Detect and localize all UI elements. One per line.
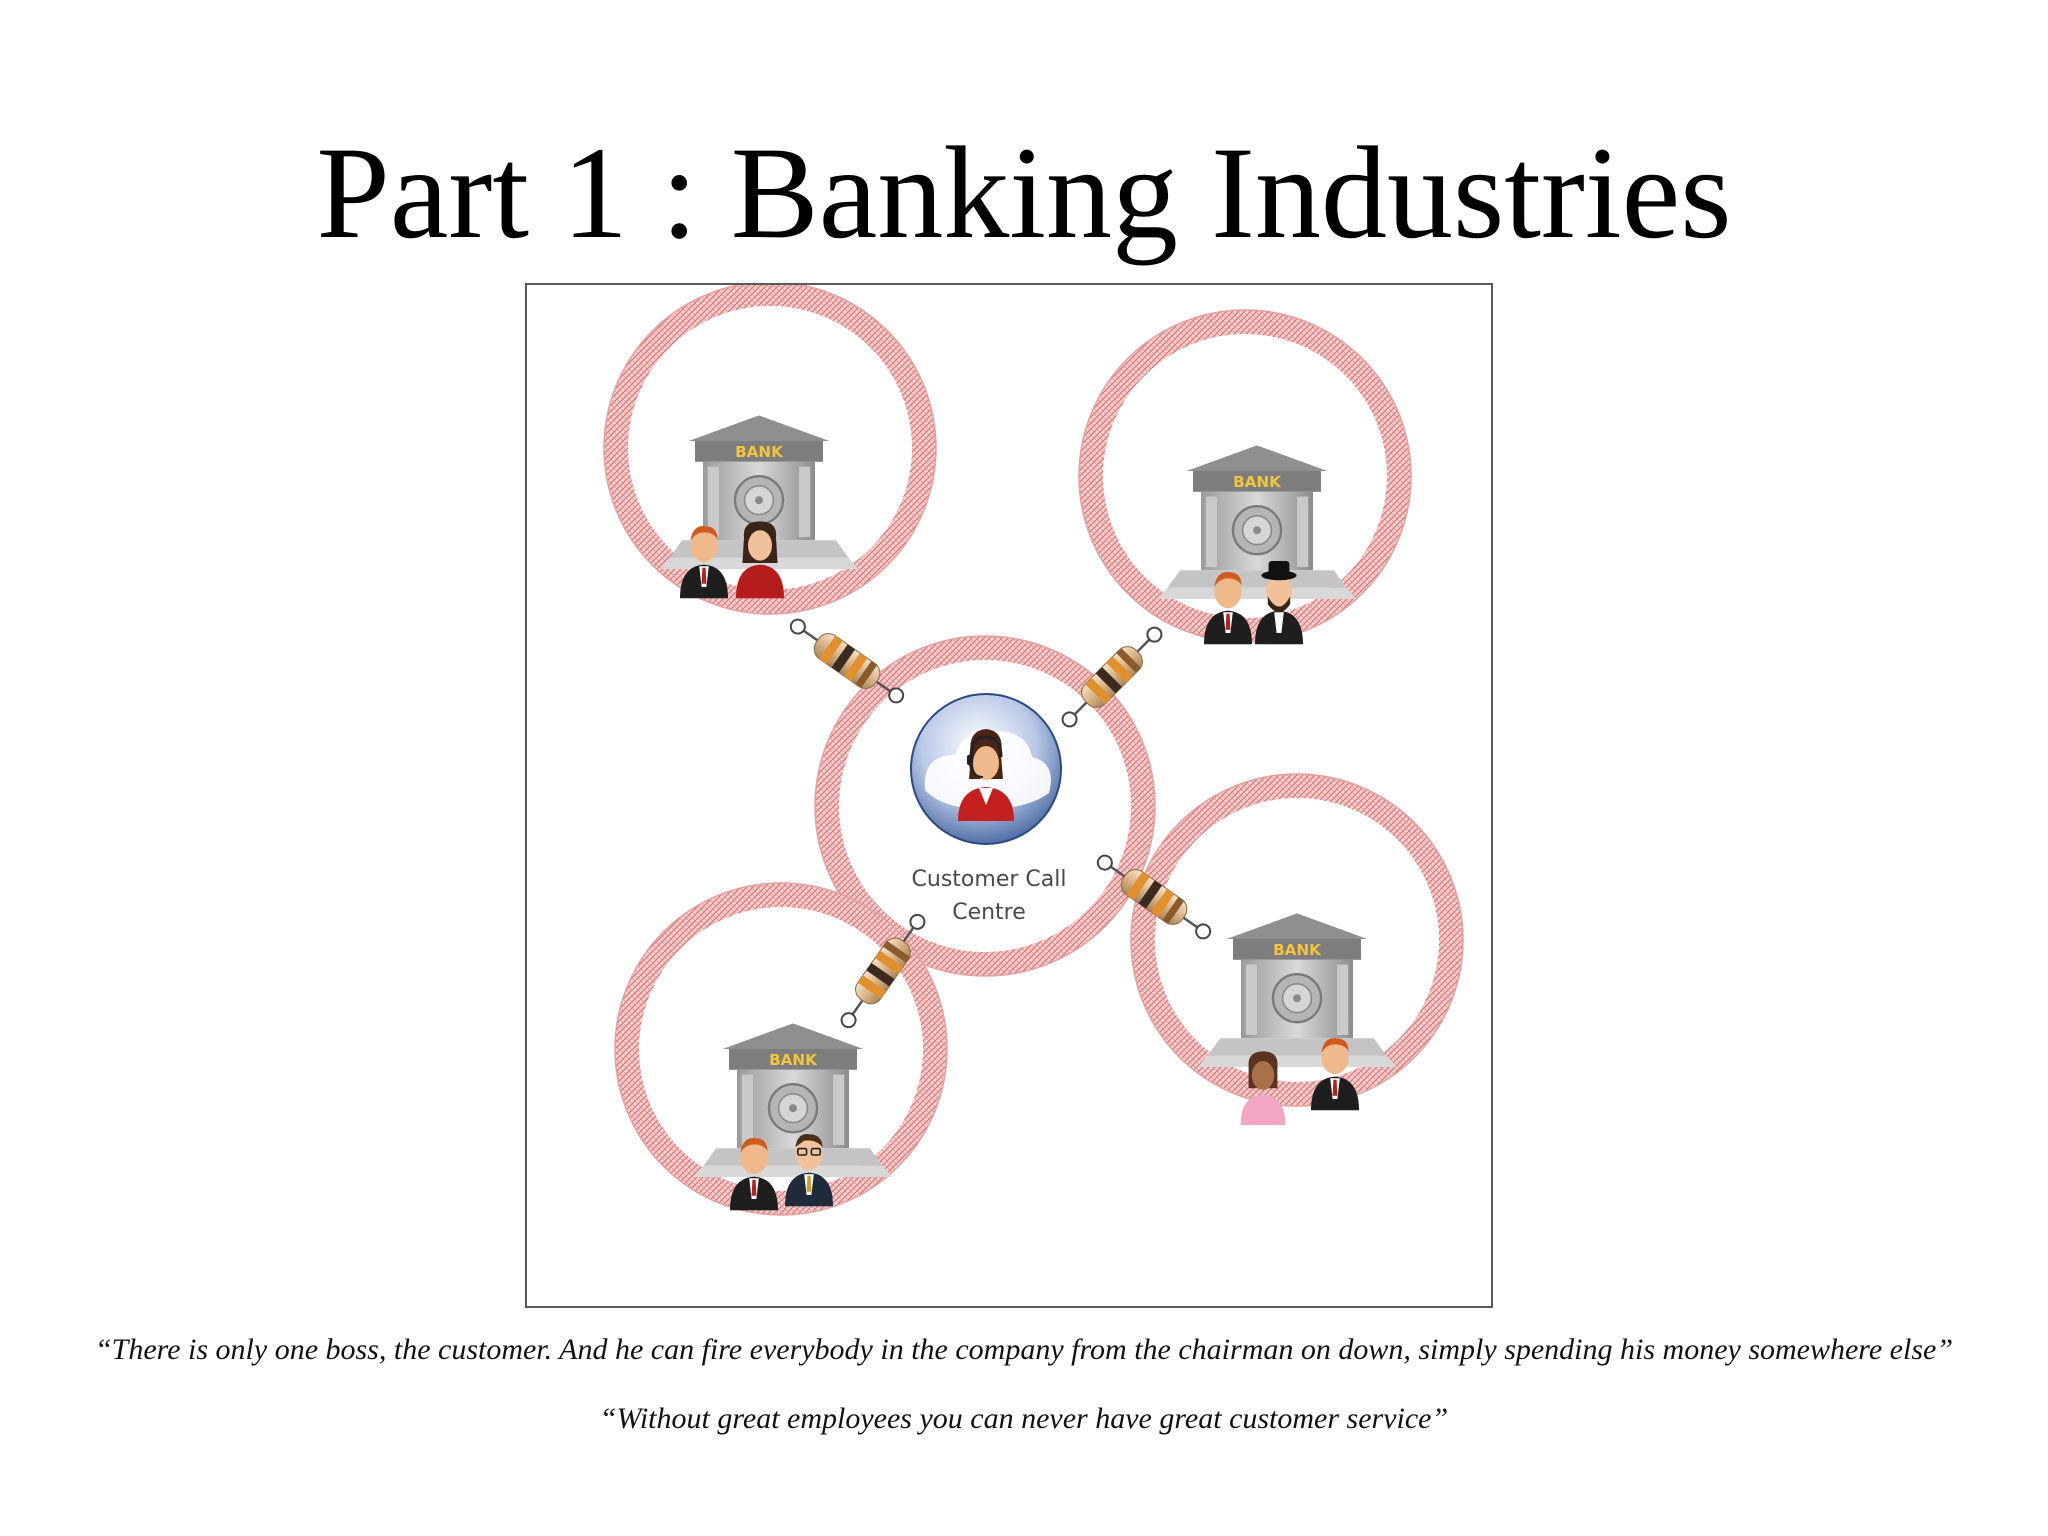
bank-sign: BANK	[1233, 473, 1282, 491]
bank-sign: BANK	[769, 1051, 818, 1069]
hub-ring	[814, 635, 1156, 977]
bank-sign: BANK	[1273, 941, 1322, 959]
bank-ring-top-left	[603, 285, 937, 615]
hub-label-line-2: Centre	[952, 900, 1026, 925]
bank-ring-bottom-left	[614, 882, 948, 1216]
bank-building-icon: BANK	[658, 414, 860, 571]
bank-sign: BANK	[735, 443, 784, 461]
slide-title: Part 1 : Banking Industries	[316, 119, 1732, 266]
resistor-connector-icon	[782, 609, 912, 713]
call-centre-agent-icon	[910, 693, 1062, 845]
bank-building-icon: BANK	[1156, 444, 1358, 601]
bank-building-icon: BANK	[1196, 912, 1398, 1069]
hub-label-line-1: Customer Call	[912, 867, 1067, 892]
quote-boss-customer: “There is only one boss, the customer. A…	[94, 1333, 1954, 1366]
bank-network-diagram: BANK BANK BANK BANK	[603, 285, 1464, 1216]
bank-ring-bottom-right	[1130, 773, 1464, 1107]
diagram-frame: BANK BANK BANK BANK	[525, 283, 1493, 1308]
quote-great-employees: “Without great employees you can never h…	[599, 1402, 1449, 1435]
bank-building-icon: BANK	[692, 1022, 894, 1179]
